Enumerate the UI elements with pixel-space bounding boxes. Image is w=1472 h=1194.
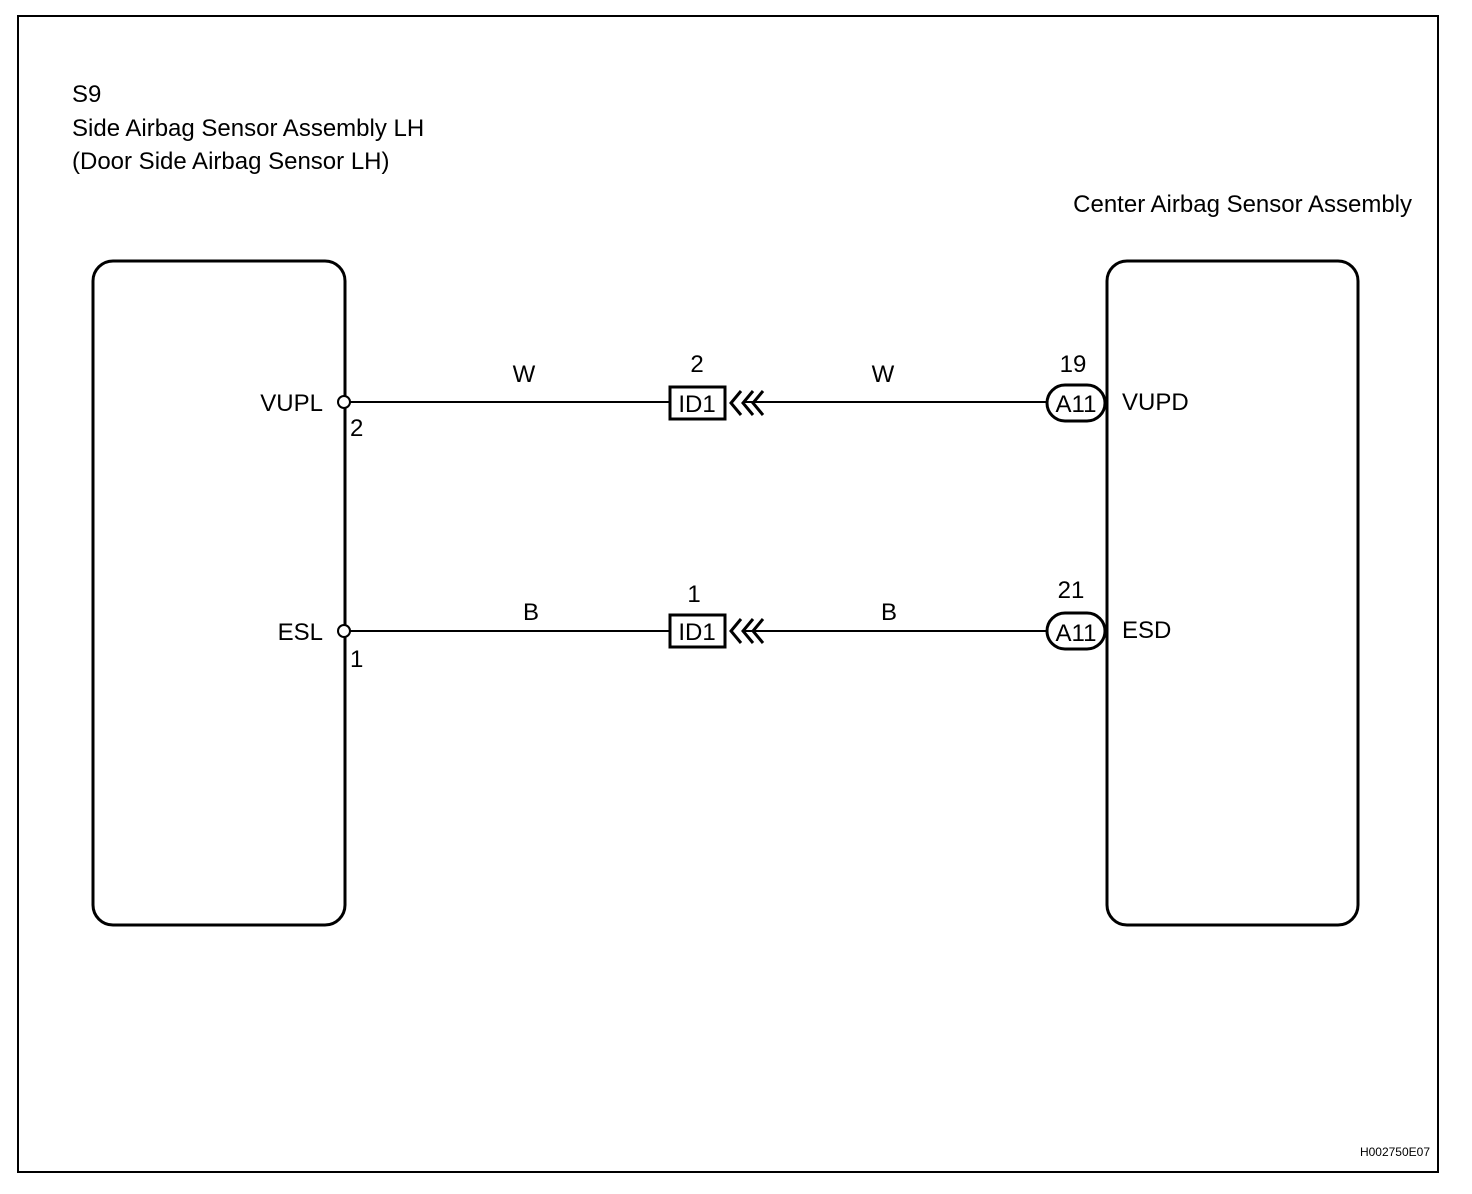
wire-2-left-color: B: [523, 599, 539, 626]
pin-label-esd: ESD: [1122, 617, 1171, 644]
id1-connector-box-bottom: [668, 613, 727, 649]
right-component-name: Center Airbag Sensor Assembly: [1073, 191, 1412, 218]
pin-label-esl: ESL: [278, 619, 323, 646]
connector-chevron-icon: [729, 390, 765, 416]
a11-connector-oval-top: [1045, 383, 1107, 423]
left-component-code: S9: [72, 81, 101, 108]
left-component-box: [91, 259, 347, 927]
left-component-subname: (Door Side Airbag Sensor LH): [72, 148, 389, 175]
id1-connector-label-bottom: ID1: [678, 619, 715, 646]
id1-pin-number-bottom: 1: [687, 581, 700, 608]
a11-connector-label-top: A11: [1056, 391, 1097, 418]
wire-2-right-color: B: [881, 599, 897, 626]
wire-1-left-color: W: [513, 361, 536, 388]
pin-label-vupl: VUPL: [260, 390, 323, 417]
id1-connector-box-top: [668, 385, 727, 421]
a11-pin-number-esd: 21: [1058, 577, 1085, 604]
figure-id: H002750E07: [1360, 1145, 1430, 1159]
left-component-name: Side Airbag Sensor Assembly LH: [72, 115, 424, 142]
right-component-box: [1105, 259, 1360, 927]
connector-chevron-icon: [729, 618, 765, 644]
pin-number-esl: 1: [350, 646, 363, 673]
a11-connector-oval-bottom: [1045, 611, 1107, 651]
pin-terminal-vupl: [337, 395, 351, 409]
id1-pin-number-top: 2: [690, 351, 703, 378]
pin-label-vupd: VUPD: [1122, 389, 1189, 416]
pin-number-vupl: 2: [350, 415, 363, 442]
id1-connector-label-top: ID1: [678, 391, 715, 418]
diagram-frame: [17, 15, 1439, 1173]
wire-1-right-color: W: [872, 361, 895, 388]
pin-terminal-esl: [337, 624, 351, 638]
a11-pin-number-vupd: 19: [1060, 351, 1087, 378]
a11-connector-label-bottom: A11: [1056, 620, 1097, 647]
